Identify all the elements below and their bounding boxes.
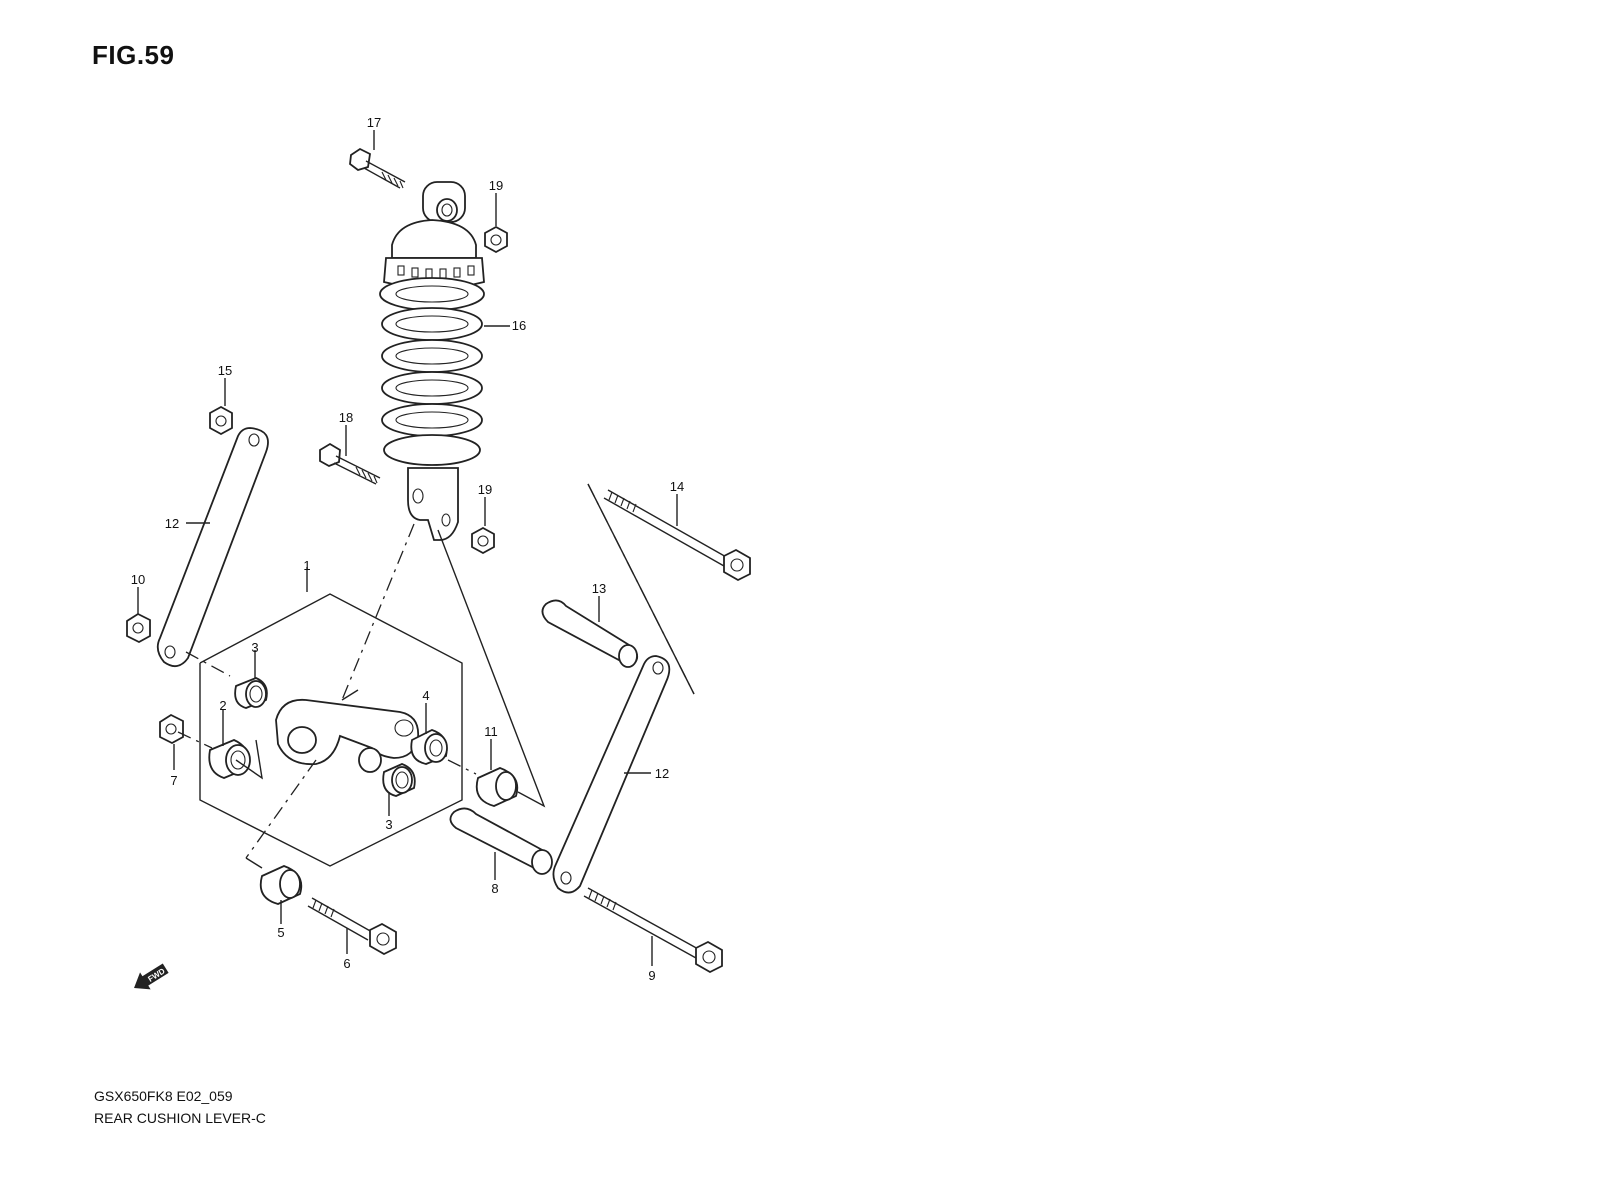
nut-10[interactable] — [126, 612, 151, 644]
link-rod-12-right[interactable] — [552, 655, 671, 894]
bolt-14[interactable] — [603, 489, 751, 582]
bearing-4[interactable] — [410, 729, 448, 765]
bolt-9[interactable] — [583, 887, 723, 974]
spacer-11[interactable] — [475, 767, 519, 807]
callout-7: 7 — [170, 773, 177, 788]
bolt-17[interactable] — [349, 147, 406, 189]
callout-19-upper: 19 — [489, 178, 503, 193]
callout-3-upper: 3 — [251, 640, 258, 655]
callout-9: 9 — [648, 968, 655, 983]
bolt-18[interactable] — [319, 442, 381, 485]
footer-model-code: GSX650FK8 E02_059 — [94, 1088, 233, 1104]
callout-13: 13 — [592, 581, 606, 596]
callout-10: 10 — [131, 572, 145, 587]
callout-12-right: 12 — [655, 766, 669, 781]
bearing-3-lower[interactable] — [382, 763, 416, 797]
link-rod-12-left[interactable] — [156, 427, 269, 668]
callout-12-left: 12 — [165, 516, 179, 531]
leader-lines — [137, 130, 678, 966]
lever-assembly-outline — [199, 593, 463, 867]
assembly-lines — [177, 483, 695, 869]
callout-15: 15 — [218, 363, 232, 378]
callout-3-lower: 3 — [385, 817, 392, 832]
bolt-6[interactable] — [307, 897, 397, 956]
bearing-3-upper[interactable] — [234, 677, 268, 709]
nut-19-upper[interactable] — [484, 225, 508, 254]
callout-4: 4 — [422, 688, 429, 703]
callout-18: 18 — [339, 410, 353, 425]
callout-2: 2 — [219, 698, 226, 713]
callout-numbers: 17 19 16 15 18 19 14 12 10 1 13 3 2 4 11… — [131, 115, 684, 983]
spacer-8[interactable] — [449, 807, 553, 875]
callout-5: 5 — [277, 925, 284, 940]
callout-14: 14 — [670, 479, 684, 494]
spacer-5[interactable] — [259, 865, 303, 905]
callout-11: 11 — [484, 724, 498, 739]
callout-6: 6 — [343, 956, 350, 971]
figure-title: FIG.59 — [92, 40, 175, 70]
nut-15[interactable] — [209, 405, 233, 436]
nut-19-lower[interactable] — [471, 526, 495, 555]
callout-1: 1 — [303, 558, 310, 573]
rear-shock-absorber[interactable] — [379, 181, 485, 541]
callout-17: 17 — [367, 115, 381, 130]
spacer-13[interactable] — [541, 599, 639, 668]
bearing-2[interactable] — [208, 739, 251, 779]
fwd-arrow-icon: FWD — [134, 963, 169, 990]
callout-8: 8 — [491, 881, 498, 896]
cushion-lever[interactable] — [275, 698, 420, 773]
nut-7[interactable] — [159, 713, 184, 745]
callout-19-lower: 19 — [478, 482, 492, 497]
callout-16: 16 — [512, 318, 526, 333]
footer-figure-name: REAR CUSHION LEVER-C — [94, 1110, 266, 1126]
